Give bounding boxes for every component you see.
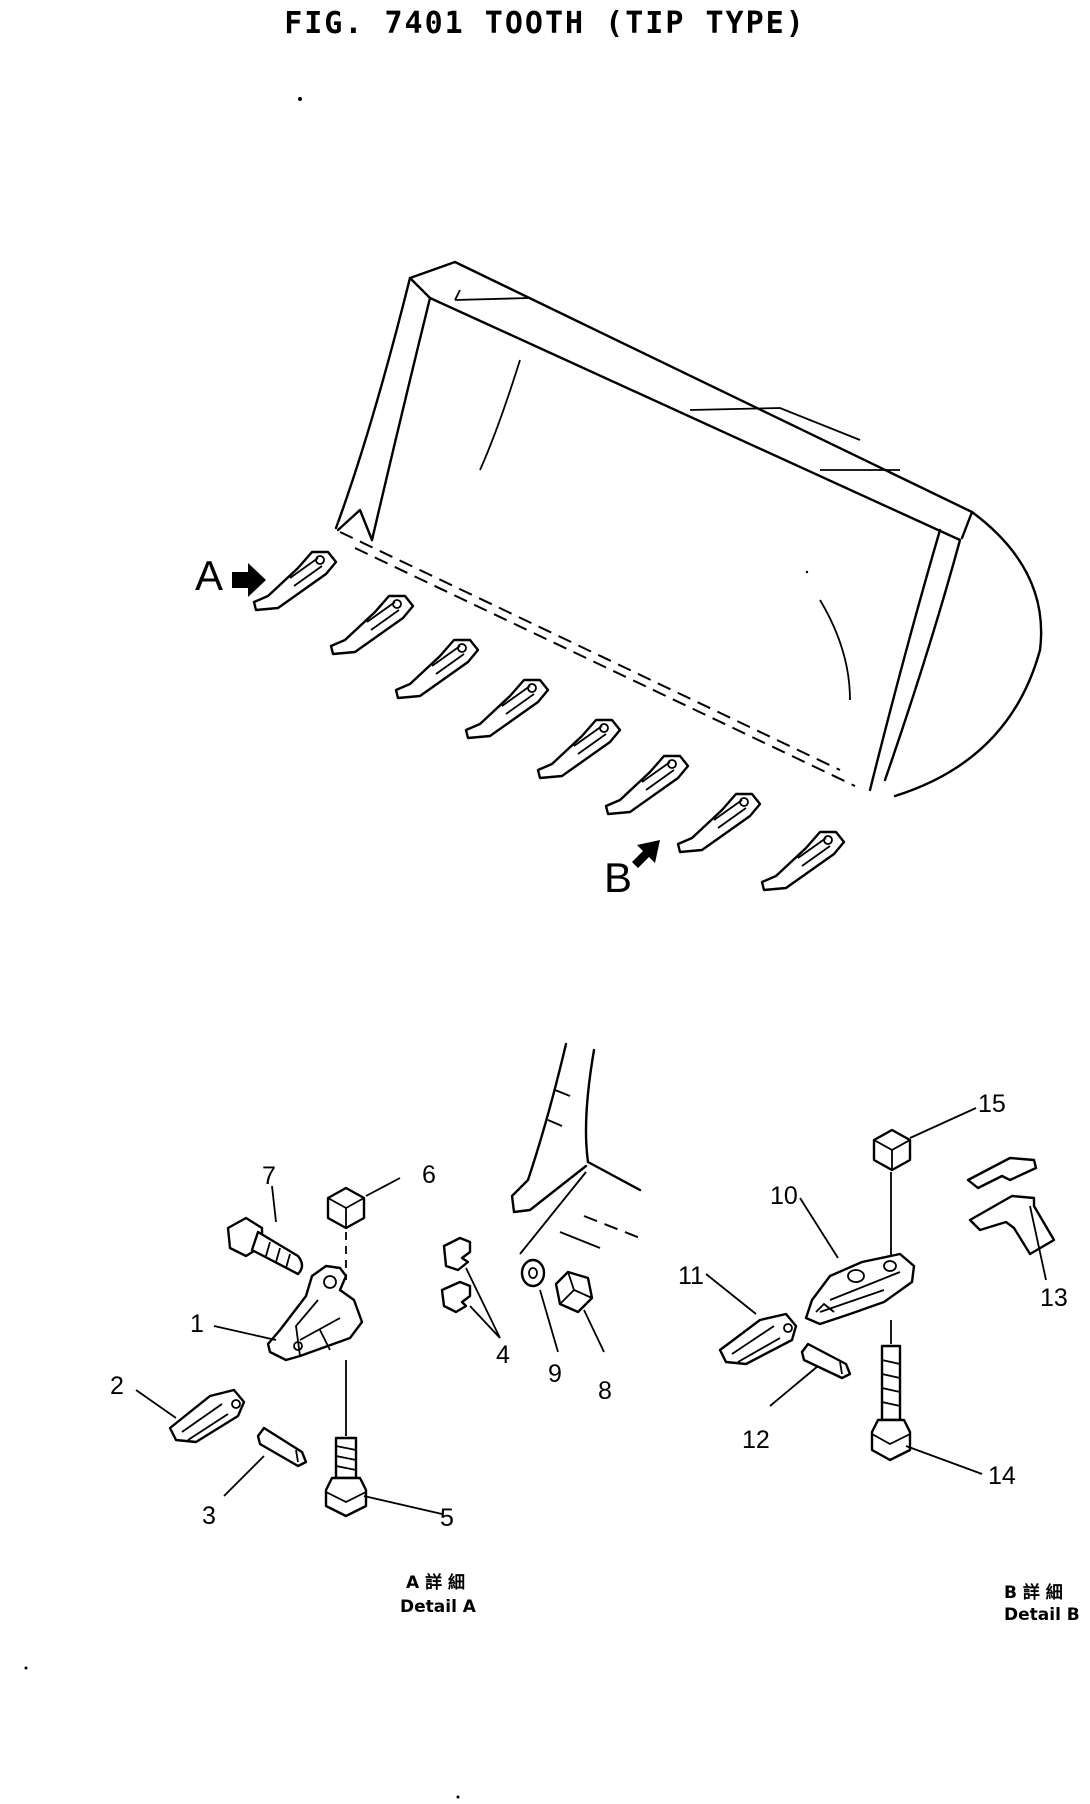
callout-7: 7	[262, 1162, 276, 1190]
detail-a: 7 6 1 2 3 4 5 9 8 A 詳 細 Detail A	[110, 1042, 642, 1617]
detail-b-caption-jp: B 詳 細	[1004, 1582, 1063, 1603]
figure-title: FIG. 7401 TOOTH (TIP TYPE)	[284, 6, 806, 41]
view-marker-b: B	[604, 840, 660, 901]
part-13-shim	[966, 1156, 1056, 1256]
callout-12: 12	[742, 1426, 770, 1454]
part-14-bolt	[870, 1344, 912, 1462]
detail-b: 15 10 11 13 12 14 B 詳 細 Detail B	[678, 1090, 1080, 1625]
part-12-pin	[800, 1342, 852, 1380]
bucket-illustration	[334, 260, 1043, 798]
bucket-tooth	[760, 830, 846, 892]
part-2-tip	[168, 1388, 246, 1444]
bucket-tooth	[464, 678, 550, 740]
arrow-up-right-icon	[632, 840, 660, 868]
view-marker-a-label: A	[195, 552, 223, 599]
view-marker-b-label: B	[604, 854, 632, 901]
callout-6: 6	[422, 1161, 436, 1189]
callout-15: 15	[978, 1090, 1006, 1118]
part-10-adapter	[804, 1252, 916, 1326]
callout-11: 11	[678, 1262, 704, 1290]
callout-10: 10	[770, 1182, 798, 1210]
part-1-adapter	[266, 1264, 364, 1362]
bucket-tooth	[536, 718, 622, 780]
part-8-nut	[554, 1270, 594, 1314]
part-6-nut	[326, 1186, 366, 1230]
scan-specks	[24, 97, 809, 1799]
bucket-edge-fragment	[510, 1042, 642, 1255]
bucket-tooth	[394, 638, 480, 700]
bucket-tooth	[676, 792, 762, 854]
detail-b-caption: Detail B	[1004, 1605, 1080, 1625]
detail-a-caption-jp: A 詳 細	[406, 1572, 465, 1593]
part-7-bolt	[226, 1216, 304, 1276]
bucket-tooth	[329, 594, 415, 656]
part-4-shim	[440, 1236, 472, 1314]
part-9-washer	[520, 1258, 546, 1288]
callout-14: 14	[988, 1462, 1016, 1490]
leader-lines-a	[135, 1177, 605, 1515]
part-3-pin	[256, 1426, 308, 1468]
callout-4: 4	[496, 1341, 510, 1369]
part-11-tip	[718, 1312, 798, 1366]
arrow-right-icon	[232, 563, 266, 597]
bucket-tooth	[604, 754, 690, 816]
callout-8: 8	[598, 1377, 612, 1405]
callout-13: 13	[1040, 1284, 1068, 1312]
part-15-nut	[872, 1128, 912, 1172]
callout-3: 3	[202, 1502, 216, 1530]
tooth-array	[252, 550, 846, 892]
bucket-tooth	[252, 550, 338, 612]
leader-lines-b	[705, 1107, 1047, 1475]
part-5-bolt	[324, 1436, 368, 1518]
detail-a-caption: Detail A	[400, 1597, 477, 1617]
view-marker-a: A	[195, 552, 266, 599]
callout-5: 5	[440, 1504, 454, 1532]
callout-9: 9	[548, 1360, 562, 1388]
callout-1: 1	[190, 1310, 204, 1338]
callout-2: 2	[110, 1372, 124, 1400]
